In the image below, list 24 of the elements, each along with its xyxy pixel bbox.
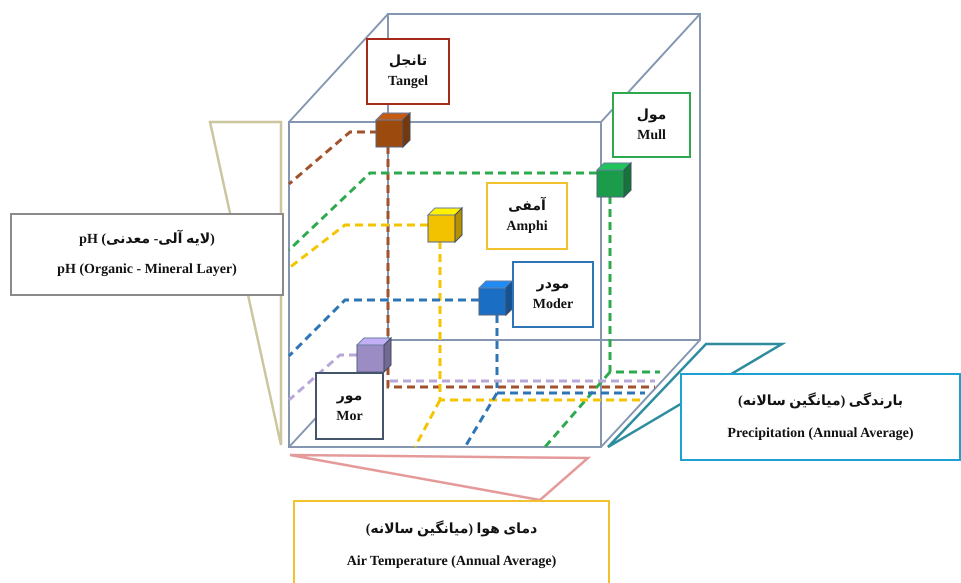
label-box <box>612 92 691 158</box>
label-text: pH (لایه آلی- معدنی) <box>79 231 215 248</box>
label-text: Mull <box>637 128 666 144</box>
label-box <box>680 373 961 461</box>
label-box <box>366 38 450 105</box>
label-box <box>486 182 568 250</box>
label-text: Precipitation (Annual Average) <box>727 426 914 442</box>
label-text: مول <box>636 106 666 124</box>
label-text: تانجل <box>388 53 428 70</box>
label-text: بارندگی (میانگین سالانه) <box>738 392 904 410</box>
label-text: Moder <box>532 297 574 313</box>
label-text: مور <box>336 388 362 404</box>
label-box <box>10 213 284 296</box>
label-text: pH (Organic - Mineral Layer) <box>57 262 237 278</box>
label-text: Tangel <box>388 74 428 90</box>
label-text: Air Temperature (Annual Average) <box>346 554 556 570</box>
label-box <box>315 372 384 440</box>
label-text: مودر <box>536 276 570 293</box>
label-text: دمای هوا (میانگین سالانه) <box>366 520 538 538</box>
label-text: Amphi <box>506 218 548 234</box>
label-box <box>293 500 610 583</box>
label-text: آمفی <box>508 198 546 214</box>
label-text: Mor <box>336 408 363 424</box>
label-box <box>512 261 594 328</box>
